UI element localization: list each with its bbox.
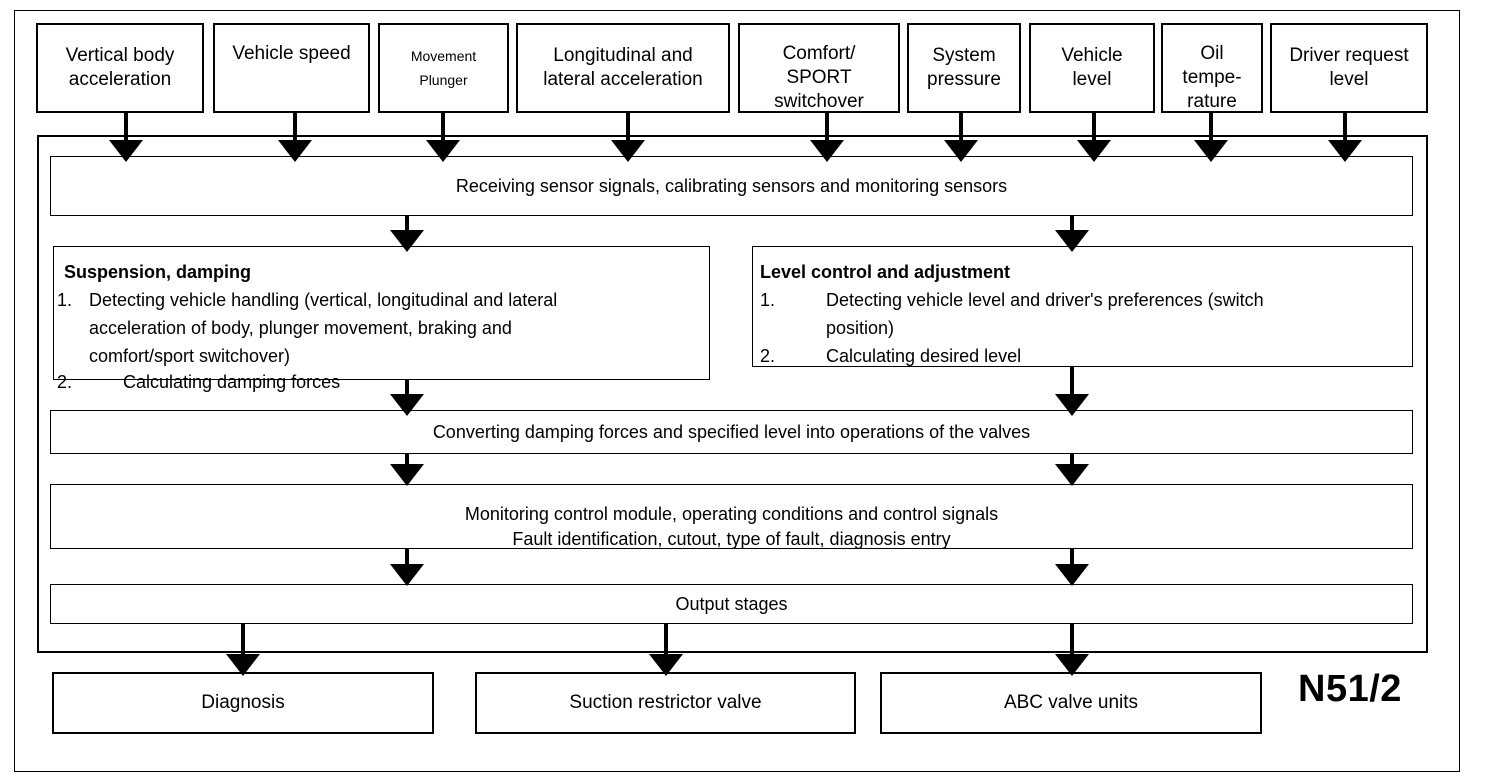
output-stages-bar: Output stages xyxy=(50,584,1413,624)
output-box-diagnosis: Diagnosis xyxy=(52,672,434,734)
receiving-sensors-bar: Receiving sensor signals, calibrating se… xyxy=(50,156,1413,216)
input-box-vertical-body-acceleration: Vertical body acceleration xyxy=(36,23,204,113)
control-module-frame xyxy=(37,135,1428,653)
input-label: Oil tempe- rature xyxy=(1182,43,1242,112)
receiving-sensors-text: Receiving sensor signals, calibrating se… xyxy=(455,176,1008,196)
input-label: Comfort/ SPORT switchover xyxy=(774,43,864,112)
input-label: System pressure xyxy=(927,45,1001,90)
suspension-item2-number: 2. xyxy=(57,372,73,392)
input-box-longitudinal-lateral-acceleration: Longitudinal and lateral acceleration xyxy=(516,23,730,113)
level-item1-number: 1. xyxy=(760,290,776,310)
input-box-movement-plunger: Movement Plunger xyxy=(378,23,509,113)
input-box-oil-temperature: Oil tempe- rature xyxy=(1161,23,1263,113)
monitoring-bar: Monitoring control module, operating con… xyxy=(50,484,1413,549)
output-box-abc-valve-units: ABC valve units xyxy=(880,672,1262,734)
input-box-vehicle-level: Vehicle level xyxy=(1029,23,1155,113)
level-item2-number: 2. xyxy=(760,346,776,366)
outer-frame xyxy=(14,10,1460,772)
suspension-damping-panel xyxy=(53,246,710,380)
input-box-comfort-sport-switchover: Comfort/ SPORT switchover xyxy=(738,23,900,113)
suspension-item1-text: Detecting vehicle handling (vertical, lo… xyxy=(89,290,558,366)
output-label: Suction restrictor valve xyxy=(569,692,762,713)
level-control-title: Level control and adjustment xyxy=(760,262,1011,282)
converting-bar: Converting damping forces and specified … xyxy=(50,410,1413,454)
input-box-driver-request-level: Driver request level xyxy=(1270,23,1428,113)
monitoring-line2: Fault identification, cutout, type of fa… xyxy=(512,529,951,549)
monitoring-line1: Monitoring control module, operating con… xyxy=(464,504,999,524)
output-label: Diagnosis xyxy=(201,692,285,713)
output-label: ABC valve units xyxy=(1003,692,1139,713)
output-box-suction-restrictor-valve: Suction restrictor valve xyxy=(475,672,856,734)
suspension-item2-text: Calculating damping forces xyxy=(123,372,341,392)
output-stages-text: Output stages xyxy=(675,594,788,614)
input-label: Vertical body acceleration xyxy=(65,45,175,90)
suspension-item1-number: 1. xyxy=(57,290,73,310)
input-box-vehicle-speed: Vehicle speed xyxy=(213,23,370,113)
input-label: Driver request level xyxy=(1289,45,1409,90)
module-label: N51/2 xyxy=(1298,668,1402,710)
input-box-system-pressure: System pressure xyxy=(907,23,1021,113)
converting-text: Converting damping forces and specified … xyxy=(432,422,1031,442)
input-label: Longitudinal and lateral acceleration xyxy=(543,45,703,90)
input-label: Vehicle speed xyxy=(232,43,351,64)
suspension-damping-title: Suspension, damping xyxy=(64,262,252,282)
input-label: Movement Plunger xyxy=(410,48,477,88)
level-item2-text: Calculating desired level xyxy=(826,346,1022,366)
level-item1-text: Detecting vehicle level and driver's pre… xyxy=(826,290,1264,338)
input-label: Vehicle level xyxy=(1061,45,1123,90)
